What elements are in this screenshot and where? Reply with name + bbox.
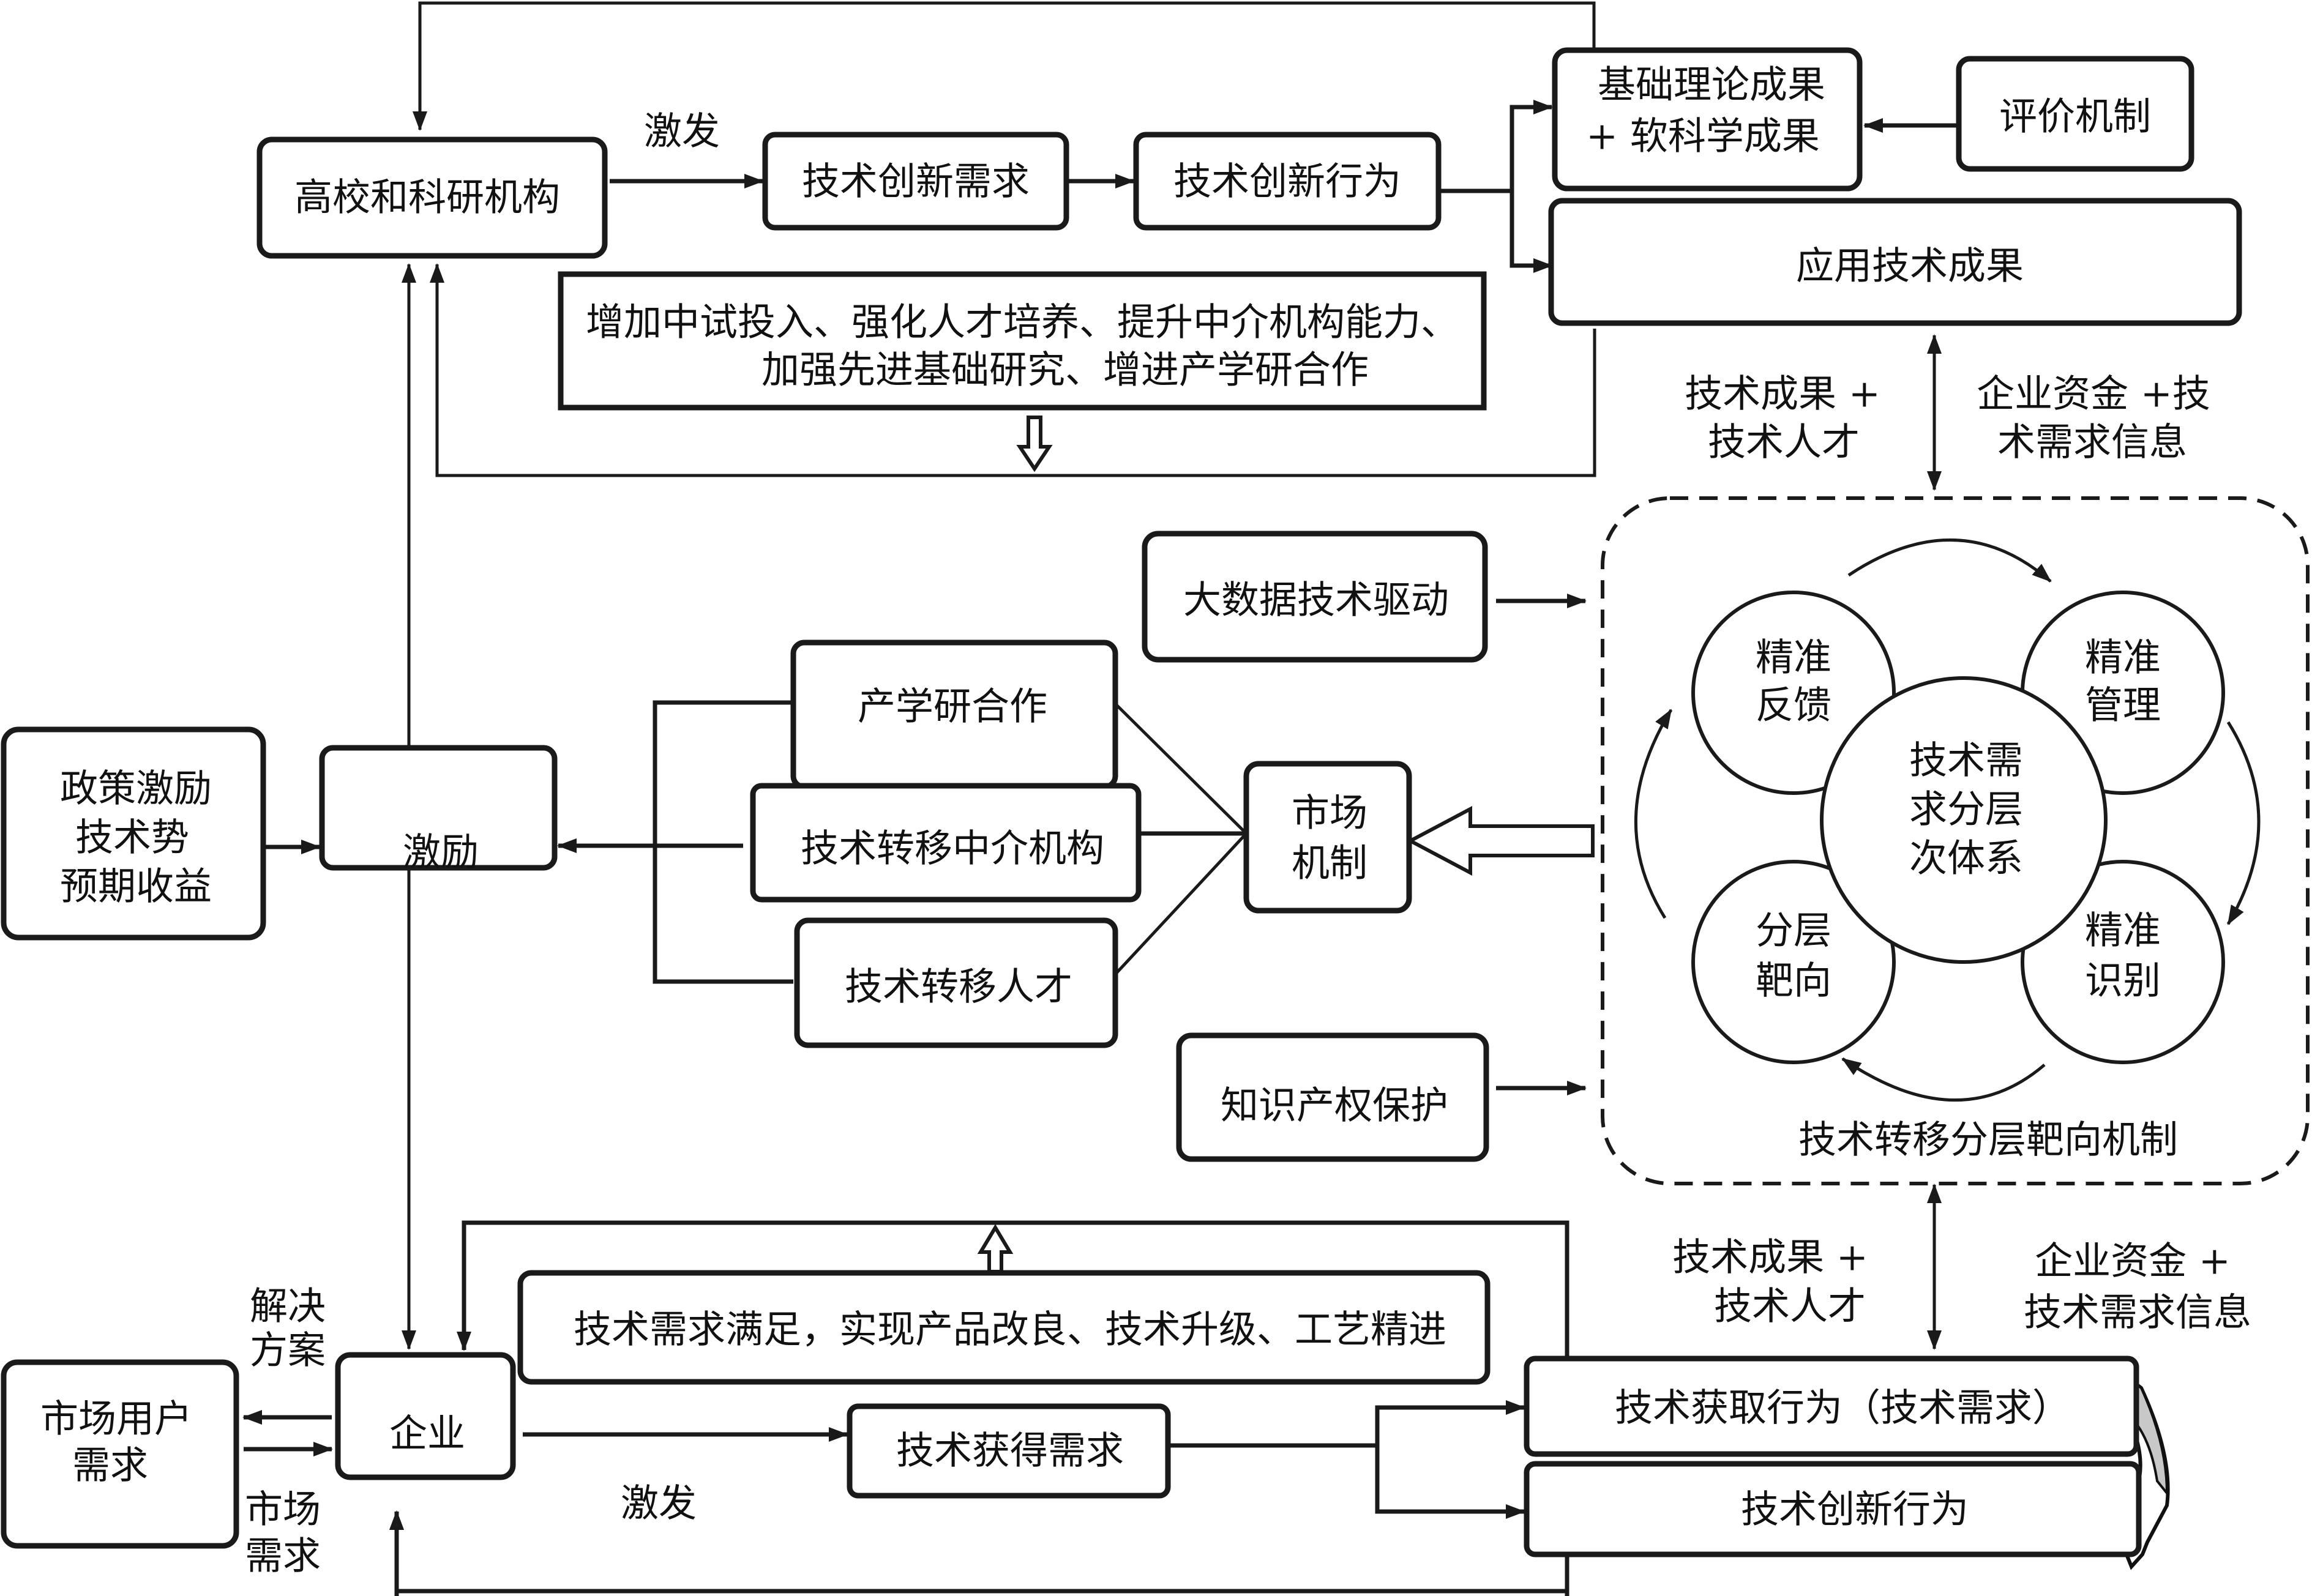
node-measures[interactable]: 增加中试投入、强化人才培养、提升中介机构能力、 加强先进基础研究、增进产学研合作 (558, 271, 1487, 411)
mechanism-region: 精准 反馈 精准 管理 分层 靶向 精准 识别 技术需 求分层 次体系 技术转移… (1601, 496, 2310, 1185)
node-policy-line2: 技术势 (75, 815, 189, 860)
node-ip-protection[interactable]: 知识产权保护 (1176, 1032, 1489, 1162)
circle-feedback-line2: 反馈 (1756, 683, 1831, 728)
cycle-arrow-right (2226, 721, 2261, 925)
circle-management-line1: 精准 (2085, 635, 2161, 680)
node-intermediary[interactable]: 技术转移中介机构 (750, 783, 1142, 903)
node-enterprise-label: 企业 (389, 1411, 465, 1456)
bracket-three-to-incentive (653, 700, 793, 984)
node-policy[interactable]: 政策激励 技术势 预期收益 (1, 726, 266, 941)
node-incentive[interactable]: 激励 (319, 745, 558, 874)
edge-label-solution-1: 解决 (250, 1284, 326, 1329)
node-innovation-demand[interactable]: 技术创新需求 (762, 132, 1069, 231)
fan-line-talent (1114, 832, 1248, 975)
node-universities-label: 高校和科研机构 (294, 175, 560, 220)
circle-identification-line1: 精准 (2085, 908, 2161, 953)
edge-label-solution-2: 方案 (250, 1328, 326, 1373)
node-measures-line2: 加强先进基础研究、增进产学研合作 (761, 348, 1369, 392)
branch-to-applied (1510, 191, 1553, 273)
edge-label-lower-right-1: 企业资金 + (2035, 1239, 2231, 1283)
circle-center-line2: 求分层 (1909, 787, 2023, 832)
node-measures-line1: 增加中试投入、强化人才培养、提升中介机构能力、 (586, 300, 1459, 345)
node-iur-cooperation-label: 产学研合作 (858, 684, 1047, 729)
node-innovation-behavior-top-label: 技术创新行为 (1173, 159, 1401, 204)
edge-label-upper-right-2: 术需求信息 (1997, 420, 2187, 464)
node-incentive-label: 激励 (403, 830, 479, 874)
edge-label-lower-left-1: 技术成果 + (1672, 1235, 1868, 1280)
circle-targeting-line2: 靶向 (1756, 958, 1831, 1003)
branch-to-innovation-behavior (1375, 1445, 1525, 1519)
node-intermediary-label: 技术转移中介机构 (801, 826, 1104, 871)
circle-center-line1: 技术需 (1909, 738, 2023, 783)
node-evaluation-label: 评价机制 (1999, 94, 2151, 139)
loop-bottom-visible (389, 1510, 1569, 1594)
circle-feedback-line1: 精准 (1756, 635, 1831, 680)
node-market-mechanism-line1: 市场 (1292, 791, 1367, 835)
node-satisfaction-label: 技术需求满足，实现产品改良、技术升级、工艺精进 (574, 1307, 1446, 1352)
edge-label-lower-right-2: 技术需求信息 (2024, 1290, 2251, 1335)
branch-to-basic (1510, 100, 1553, 266)
node-acquisition-behavior-label: 技术获取行为（技术需求） (1615, 1385, 2070, 1430)
node-iur-cooperation[interactable]: 产学研合作 (790, 640, 1118, 790)
hollow-arrow-down (1016, 416, 1053, 472)
node-acquisition-behavior[interactable]: 技术获取行为（技术需求） (1524, 1355, 2139, 1457)
node-innovation-behavior-bottom[interactable]: 技术创新行为 (1524, 1461, 2142, 1557)
node-talent-label: 技术转移人才 (845, 964, 1072, 1009)
node-policy-line1: 政策激励 (60, 766, 212, 811)
circle-management-line2: 管理 (2085, 683, 2161, 728)
node-innovation-behavior-bottom-label: 技术创新行为 (1741, 1487, 1969, 1532)
node-policy-line3: 预期收益 (60, 864, 212, 909)
node-innovation-behavior-top[interactable]: 技术创新行为 (1133, 132, 1442, 231)
node-satisfaction[interactable]: 技术需求满足，实现产品改良、技术升级、工艺精进 (517, 1270, 1491, 1385)
node-acquisition-demand-label: 技术获得需求 (896, 1428, 1124, 1473)
node-universities[interactable]: 高校和科研机构 (256, 136, 608, 259)
fan-line-iur (1114, 703, 1248, 835)
edge-label-trigger-top: 激发 (644, 109, 720, 154)
node-applied-tech-label: 应用技术成果 (1796, 244, 2024, 288)
edge-label-trigger-bottom: 激发 (621, 1481, 697, 1526)
node-basic-theory-line2: + 软科学成果 (1586, 114, 1820, 158)
node-applied-tech[interactable]: 应用技术成果 (1548, 198, 2242, 326)
mechanism-title: 技术转移分层靶向机制 (1798, 1117, 2178, 1162)
node-talent[interactable]: 技术转移人才 (794, 917, 1118, 1048)
connectors-top (402, 1, 1956, 827)
cycle-arrow-bottom (1841, 1057, 2046, 1102)
loop-applied-to-univ (430, 263, 1596, 477)
hollow-arrow-left (1406, 806, 1595, 876)
node-evaluation[interactable]: 评价机制 (1956, 56, 2194, 172)
node-enterprise[interactable]: 企业 (335, 1352, 516, 1480)
circle-targeting-line1: 分层 (1756, 908, 1831, 953)
node-basic-theory[interactable]: 基础理论成果 + 软科学成果 (1552, 47, 1863, 192)
cycle-arrow-top (1847, 539, 2052, 583)
cycle-arrow-left (1634, 709, 1673, 919)
node-market-users-line1: 市场用户 (40, 1396, 192, 1441)
loop-line-top (413, 1, 1596, 131)
circle-identification-line2: 识别 (2085, 958, 2161, 1003)
loop-innovation-to-enterprise (389, 1510, 1569, 1596)
node-innovation-demand-label: 技术创新需求 (802, 159, 1030, 204)
node-market-users-line2: 需求 (72, 1443, 148, 1488)
loop-satisfaction-to-enterprise (457, 1220, 1569, 1398)
node-market-users[interactable]: 市场用户 需求 (1, 1359, 239, 1549)
connectors-middle (264, 594, 1595, 1350)
node-big-data-label: 大数据技术驱动 (1183, 578, 1449, 622)
edge-label-lower-left-2: 技术人才 (1714, 1284, 1866, 1329)
node-market-mechanism[interactable]: 市场 机制 (1243, 761, 1412, 914)
edge-label-market-demand-2: 需求 (245, 1534, 321, 1578)
branch-to-acquisition-behavior (1375, 1400, 1525, 1504)
circle-center-line3: 次体系 (1909, 836, 2023, 881)
node-big-data[interactable]: 大数据技术驱动 (1142, 531, 1488, 663)
node-acquisition-demand[interactable]: 技术获得需求 (847, 1403, 1171, 1499)
edge-label-upper-left-2: 技术人才 (1708, 420, 1860, 464)
hollow-arrow-up (977, 1224, 1014, 1273)
edge-label-market-demand-1: 市场 (245, 1487, 321, 1532)
node-ip-protection-label: 知识产权保护 (1221, 1083, 1448, 1128)
node-basic-theory-line1: 基础理论成果 (1598, 62, 1825, 107)
node-market-mechanism-line2: 机制 (1292, 841, 1367, 886)
circle-targeting (1691, 860, 1896, 1064)
edge-label-upper-right-1: 企业资金 +技 (1977, 371, 2210, 416)
circle-center (1820, 676, 2108, 964)
edge-label-upper-left-1: 技术成果 + (1685, 371, 1880, 416)
